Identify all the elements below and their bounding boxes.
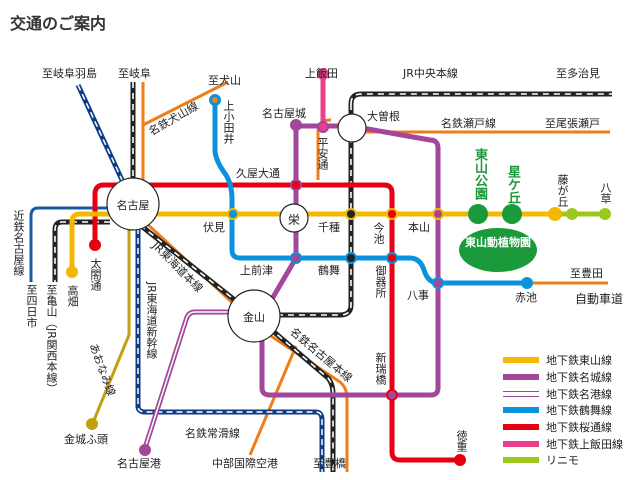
line-label-meitetsu-seto: 名鉄瀬戸線: [441, 117, 496, 130]
shinkansen-line: [75, 83, 325, 472]
station-centrair[interactable]: 中部国際空港: [212, 457, 278, 470]
legend-item-meiko: 地下鉄名港線: [503, 387, 612, 401]
legend-item-higashiyama: 地下鉄東山線: [503, 353, 612, 367]
aonami-line: [90, 228, 131, 426]
station-gokiso[interactable]: 御器所: [374, 265, 387, 298]
nagoyako-station-dot: [139, 444, 151, 456]
station-hoshigaoka[interactable]: 星ケ丘: [505, 165, 520, 204]
station-fujigaoka[interactable]: 藤が丘: [556, 174, 569, 207]
station-heian-dori[interactable]: 平安通: [316, 137, 329, 170]
station-imaike[interactable]: 今池: [372, 222, 385, 244]
dest-yokkaichi: 至四日市: [25, 284, 38, 328]
kintetsu-line: [29, 206, 110, 282]
legend-item-linimo: リニモ: [503, 453, 579, 467]
line-label-kintetsu: 近鉄名古屋線: [12, 210, 25, 276]
line-label-shinkansen: JR東海道新幹線: [145, 282, 158, 359]
station-sakae[interactable]: 栄: [287, 213, 300, 227]
meijo-line: [259, 123, 441, 398]
tsurumai-line: [212, 100, 527, 286]
line-label-expressway: 自動車道: [575, 292, 624, 306]
line-label-tokoname: 名鉄常滑線: [185, 427, 240, 440]
station-yagoto[interactable]: 八事: [407, 289, 429, 302]
hoshigaoka-station-dot: [502, 204, 522, 224]
sakae-hub: [279, 203, 309, 233]
dest-toyohashi: 至豊橋: [313, 457, 346, 470]
transfer-dots: [227, 119, 444, 401]
kanayama-hub: [227, 289, 281, 343]
station-kanayama[interactable]: 金山: [243, 311, 265, 324]
legend-item-meijo: 地下鉄名城線: [503, 370, 612, 384]
station-taiko-dori[interactable]: 太閤通: [89, 258, 102, 291]
meiko-line: [142, 309, 230, 449]
station-kamiotai[interactable]: 上小田井: [222, 100, 235, 144]
station-kinjo-futo[interactable]: 金城ふ頭: [64, 433, 108, 446]
legend-item-tsurumai: 地下鉄鶴舞線: [503, 403, 612, 417]
dest-inuyama: 至犬山: [208, 74, 241, 87]
legend-item-kamiiida: 地下鉄上飯田線: [503, 437, 623, 451]
dest-owari-seto: 至尾張瀬戸: [545, 117, 600, 130]
station-kamimaezu[interactable]: 上前津: [240, 264, 273, 277]
dest-kameyama: 至亀山（JR関西本線）: [45, 284, 58, 394]
dest-toyota: 至豊田: [570, 267, 603, 280]
station-kamiiida[interactable]: 上飯田: [305, 67, 338, 80]
station-tokushige[interactable]: 徳重: [455, 430, 468, 452]
higashiyama-koen-station-dot: [468, 204, 488, 224]
station-nagoya[interactable]: 名古屋: [116, 199, 150, 212]
page-title: 交通のご案内: [10, 14, 107, 33]
station-motoyama[interactable]: 本山: [408, 221, 430, 234]
sakuradori-line: [92, 182, 460, 463]
station-akaike[interactable]: 赤池: [515, 291, 537, 304]
dest-tajimi: 至多治見: [556, 67, 600, 80]
station-hisaya-odori[interactable]: 久屋大通: [236, 167, 280, 180]
station-takabata[interactable]: 高畑: [66, 285, 79, 307]
station-higashiyama-koen[interactable]: 東山公園: [472, 148, 487, 200]
nagoya-hub: [106, 177, 160, 231]
station-yakusa[interactable]: 八草: [599, 182, 612, 204]
station-nagoyajo[interactable]: 名古屋城: [262, 107, 306, 120]
legend-item-sakuradori: 地下鉄桜通線: [503, 420, 612, 434]
line-label-jr-chuo: JR中央本線: [403, 67, 458, 80]
dest-gifu: 至岐阜: [118, 67, 151, 80]
higashiyama-line: [69, 211, 555, 272]
station-ozone[interactable]: 大曽根: [367, 110, 400, 123]
station-nagoyako[interactable]: 名古屋港: [117, 457, 161, 470]
kinjo-futo-station-dot: [86, 418, 98, 430]
station-chikusa[interactable]: 千種: [318, 221, 340, 234]
dest-gifu-hashima: 至岐阜羽島: [42, 67, 97, 80]
ozone-hub: [337, 113, 367, 143]
station-tsurumai[interactable]: 鶴舞: [318, 264, 340, 277]
station-fushimi[interactable]: 伏見: [203, 221, 225, 234]
station-aratama-bashi[interactable]: 新瑞橋: [374, 352, 387, 385]
landmark-zoo: 東山動植物園: [459, 228, 537, 272]
